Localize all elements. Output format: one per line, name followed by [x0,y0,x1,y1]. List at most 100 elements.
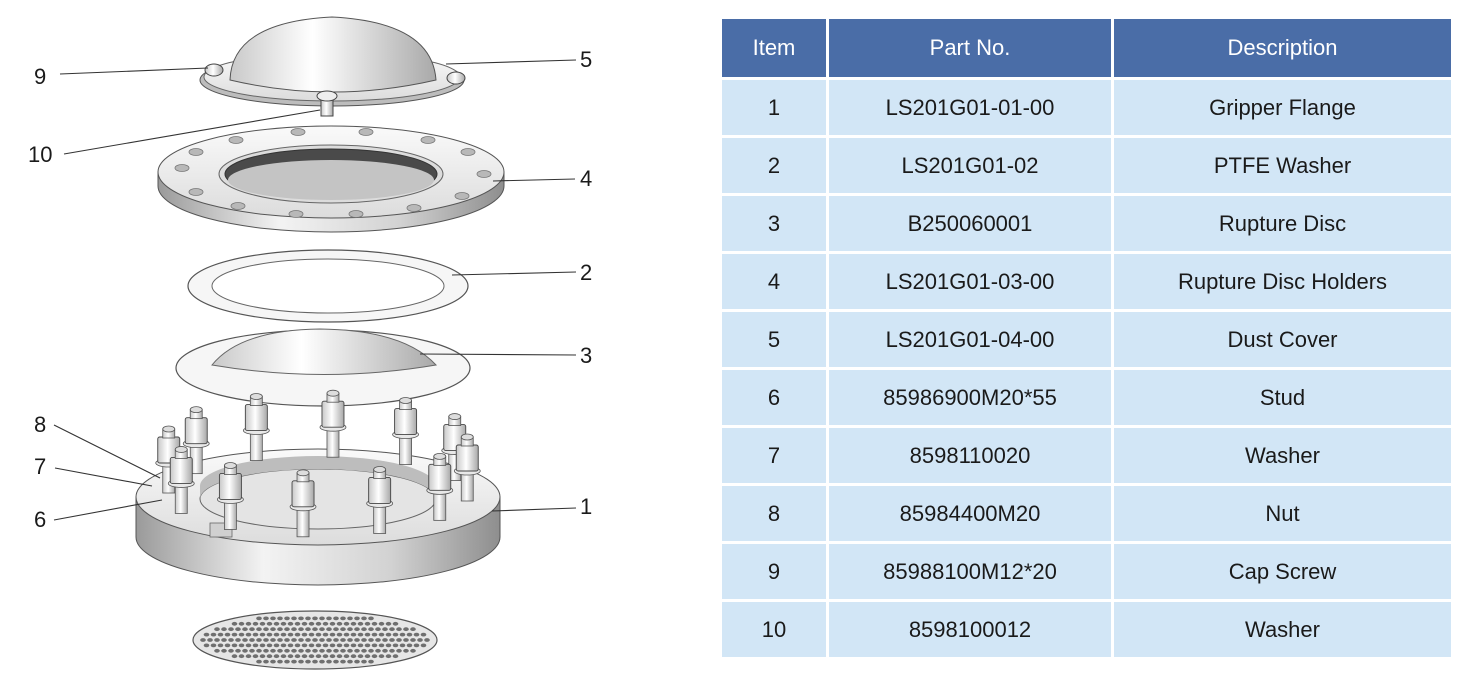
cell-item: 5 [722,312,826,367]
mesh-hole [399,632,406,637]
cell-item: 9 [722,544,826,599]
mesh-hole [347,638,353,642]
mesh-hole [368,627,374,632]
cell-part-no: 85988100M12*20 [829,544,1111,599]
mesh-hole [284,627,290,632]
mesh-hole [347,616,353,621]
stud-bolts [155,389,481,538]
mesh-hole [336,621,343,626]
mesh-hole [287,621,294,626]
column-header-part-no: Part No. [829,19,1111,77]
mesh-hole [210,632,217,637]
mesh-hole [221,638,227,642]
mesh-hole [259,654,266,659]
mesh-hole [308,654,315,659]
cell-part-no: 8598110020 [829,428,1111,483]
mesh-hole [291,648,297,653]
mesh-hole [235,638,241,642]
mesh-hole [298,616,304,621]
mesh-hole [252,632,259,637]
mesh-hole [231,643,238,648]
mesh-hole [396,638,402,642]
mesh-hole [319,648,325,653]
mesh-hole [392,654,399,659]
mesh-hole [273,632,280,637]
callout-5: 5 [580,47,592,72]
mesh-hole [333,638,339,642]
mesh-hole [343,654,350,659]
mesh-hole [221,627,227,632]
mesh-hole [256,638,262,642]
mesh-hole [231,621,238,626]
mesh-hole [364,632,371,637]
cell-part-no: 85986900M20*55 [829,370,1111,425]
stud-nut-assembly [217,462,244,530]
mesh-hole [371,621,378,626]
mesh-hole [410,648,416,653]
mesh-hole [329,643,336,648]
mesh-hole [291,638,297,642]
mesh-hole [294,632,301,637]
mesh-hole [224,632,231,637]
mesh-hole [329,621,336,626]
mesh-hole [252,654,259,659]
cell-description: Washer [1114,428,1451,483]
mesh-hole [228,638,234,642]
mesh-hole [238,632,245,637]
mesh-hole [312,627,318,632]
cell-description: Washer [1114,602,1451,657]
stud-nut-assembly [242,393,270,461]
callout-7: 7 [34,454,46,479]
mesh-hole [368,616,374,621]
mesh-hole [273,643,280,648]
mesh-hole [361,627,367,632]
mesh-hole [336,654,343,659]
mesh-hole [280,621,287,626]
mesh-hole [245,632,252,637]
mesh-hole [217,632,224,637]
mesh-hole [389,648,395,653]
mesh-hole [287,632,294,637]
mesh-hole [375,638,381,642]
table-header-row: Item Part No. Description [722,19,1451,77]
mesh-hole [389,627,395,632]
mesh-hole [291,627,297,632]
mesh-hole [259,621,266,626]
mesh-hole [305,638,311,642]
mesh-hole [252,621,259,626]
cell-item: 1 [722,80,826,135]
mesh-hole [305,627,311,632]
mesh-hole [392,643,399,648]
mesh-hole [301,654,308,659]
mesh-hole [396,648,402,653]
mesh-hole [417,638,423,642]
mesh-hole [210,643,217,648]
mesh-hole [347,659,353,664]
mesh-hole [315,643,322,648]
mesh-hole [357,632,364,637]
mesh-hole [277,638,283,642]
mesh-hole [294,643,301,648]
mesh-hole [410,638,416,642]
mesh-hole [277,659,283,664]
mesh-hole [389,638,395,642]
mesh-hole [364,621,371,626]
mesh-hole [347,648,353,653]
mesh-hole [371,643,378,648]
stud-nut-assembly [182,406,210,475]
mesh-hole [350,654,357,659]
mesh-hole [322,643,329,648]
mesh-hole [301,643,308,648]
mesh-hole [305,659,311,664]
mesh-hole [420,643,427,648]
mesh-hole [357,643,364,648]
mesh-hole [375,648,381,653]
mesh-hole [280,632,287,637]
mesh-hole [371,632,378,637]
mesh-screen [192,610,438,670]
mesh-hole [266,621,273,626]
mesh-hole [399,643,406,648]
stud-nut-assembly [426,452,454,521]
